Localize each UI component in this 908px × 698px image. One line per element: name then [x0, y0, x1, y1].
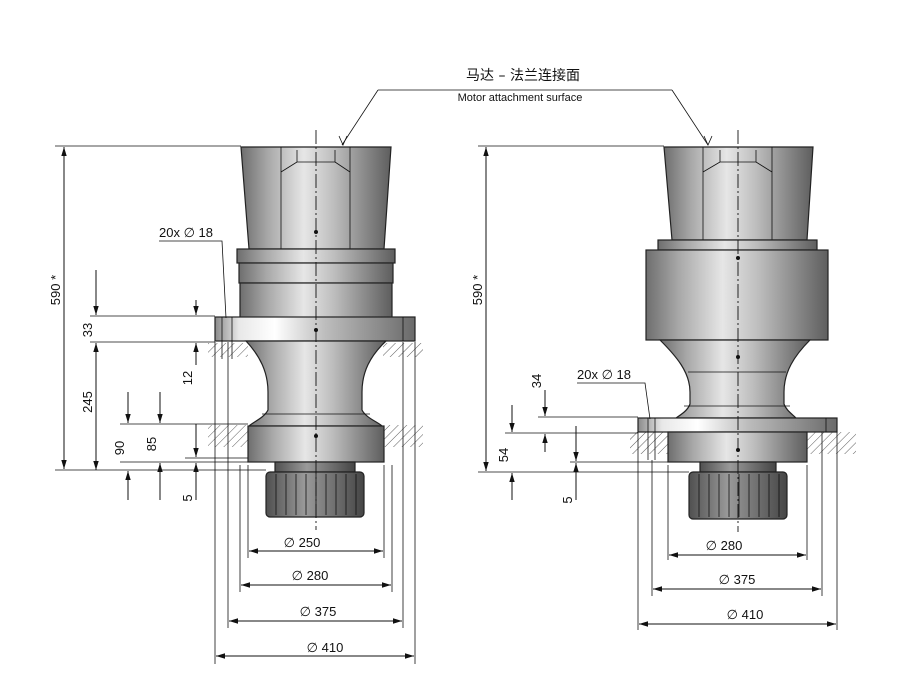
label-en: Motor attachment surface: [458, 92, 583, 104]
left-dia-250: ∅ 250: [284, 535, 321, 550]
right-dim-590: 590 *: [470, 275, 485, 305]
left-view: 590 * 33 245 90 85 12 5 20x ∅ 18 ∅ 250 ∅…: [48, 130, 423, 664]
left-extension-lines: [55, 145, 416, 664]
right-collar: [657, 239, 818, 251]
right-dim-54: 54: [496, 448, 511, 462]
left-pinion: [265, 471, 365, 518]
right-motor-housing: [663, 146, 814, 241]
left-dia-375: ∅ 375: [300, 604, 337, 619]
right-motor-inner-lines: [702, 147, 773, 240]
right-hole-leader: [577, 382, 651, 420]
leader-right: [671, 89, 709, 146]
right-center-dot-2: [736, 355, 740, 359]
left-center-dot-1: [314, 230, 318, 234]
right-dim-5: 5: [560, 496, 575, 503]
right-dia-280: ∅ 280: [706, 538, 743, 553]
motor-surface-label: 马达 – 法兰连接面 Motor attachment surface: [338, 67, 713, 146]
right-pinion-teeth: [698, 474, 780, 517]
right-dia-410: ∅ 410: [727, 607, 764, 622]
leader-left-tick: [338, 135, 348, 146]
right-dim-34: 34: [529, 374, 544, 388]
left-shaft-collar: [274, 461, 356, 473]
left-hole-callout: 20x ∅ 18: [159, 225, 213, 240]
right-main-body: [645, 249, 829, 341]
right-view: 590 * 34 54 5 20x ∅ 18 ∅ 280 ∅ 375 ∅ 410: [470, 130, 856, 630]
right-hatch-l: [630, 432, 668, 454]
leader-left: [341, 89, 379, 146]
right-extension-lines: [478, 145, 838, 630]
left-dim-5: 5: [180, 494, 195, 501]
right-flange: [637, 417, 838, 433]
left-dim-12: 12: [180, 371, 195, 385]
left-dim-245: 245: [80, 391, 95, 413]
leader-right-tick: [703, 135, 713, 146]
left-dia-280: ∅ 280: [292, 568, 329, 583]
left-motor-inner-lines: [280, 147, 351, 249]
right-hole-callout: 20x ∅ 18: [577, 367, 631, 382]
right-center-dot-1: [736, 256, 740, 260]
right-center-dot-3: [736, 448, 740, 452]
label-cn: 马达 – 法兰连接面: [466, 67, 580, 84]
left-dim-590: 590 *: [48, 275, 63, 305]
left-center-dot-2: [314, 328, 318, 332]
left-dim-33: 33: [80, 323, 95, 337]
left-center-dot-3: [314, 434, 318, 438]
left-dim-90: 90: [112, 441, 127, 455]
left-dia-410: ∅ 410: [307, 640, 344, 655]
right-base: [667, 431, 808, 463]
right-dia-375: ∅ 375: [719, 572, 756, 587]
left-dim-85: 85: [144, 437, 159, 451]
right-hatch-r: [806, 432, 856, 454]
left-hole-leader: [159, 240, 227, 319]
